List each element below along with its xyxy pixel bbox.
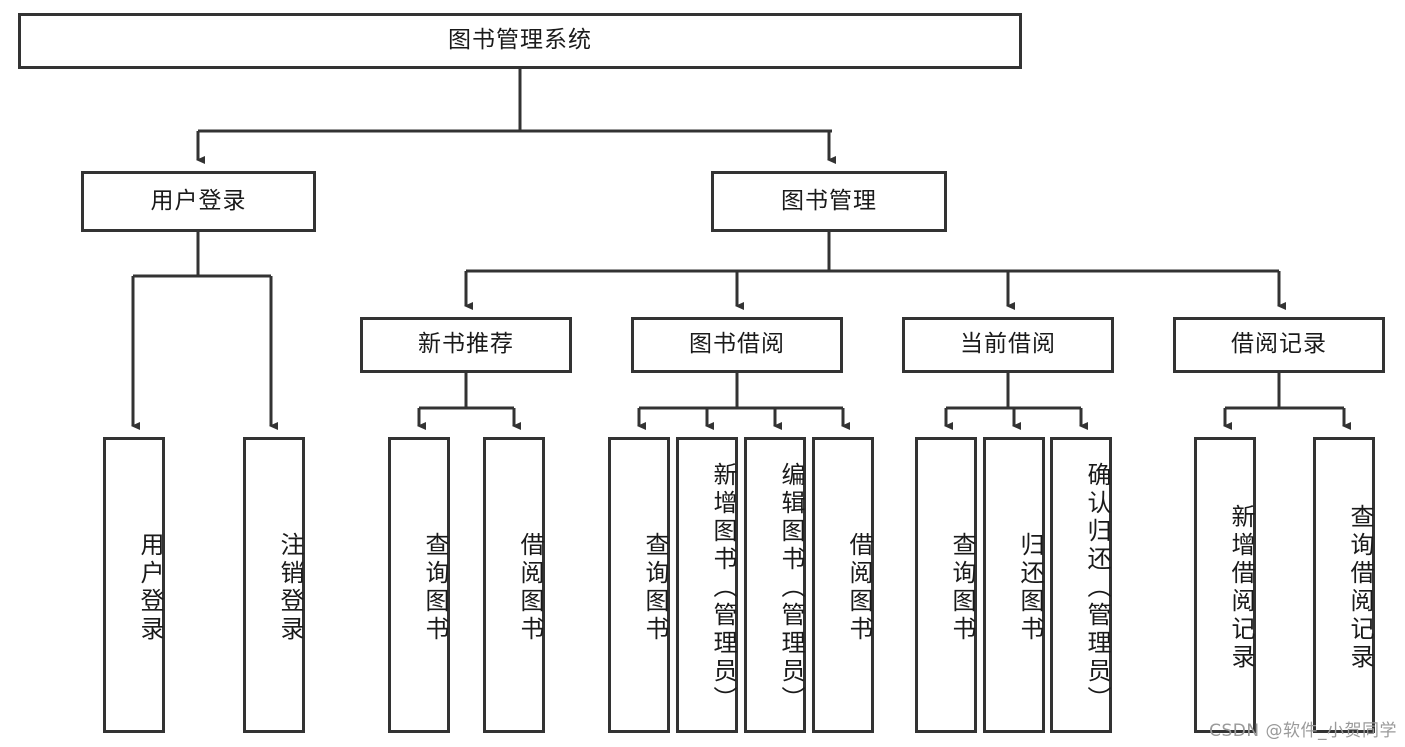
node-label: 确认归还（管理员） — [1083, 462, 1111, 714]
node-label: 图书管理 — [781, 187, 877, 214]
node-label: 借阅记录 — [1231, 331, 1327, 358]
leaf-add-book-admin[interactable]: 新增图书（管理员） — [676, 437, 738, 733]
node-label: 图书借阅 — [689, 331, 785, 358]
leaf-edit-book-admin[interactable]: 编辑图书（管理员） — [744, 437, 806, 733]
leaf-user-login[interactable]: 用户登录 — [103, 437, 165, 733]
leaf-query-book-newbook[interactable]: 查询图书 — [388, 437, 450, 733]
node-label: 查询借阅记录 — [1346, 504, 1374, 672]
watermark-text: CSDN @软件_小贺同学 — [1209, 721, 1397, 741]
leaf-confirm-return-admin[interactable]: 确认归还（管理员） — [1050, 437, 1112, 733]
node-current-borrow[interactable]: 当前借阅 — [902, 317, 1114, 373]
node-label: 查询图书 — [421, 532, 449, 644]
node-label: 归还图书 — [1016, 532, 1044, 644]
node-new-book-recommend[interactable]: 新书推荐 — [360, 317, 572, 373]
leaf-borrow-book[interactable]: 借阅图书 — [812, 437, 874, 733]
node-label: 新增图书（管理员） — [709, 462, 737, 714]
node-borrow-record[interactable]: 借阅记录 — [1173, 317, 1385, 373]
leaf-query-book-borrow[interactable]: 查询图书 — [608, 437, 670, 733]
node-label: 借阅图书 — [516, 532, 544, 644]
node-label: 当前借阅 — [960, 331, 1056, 358]
node-user-login[interactable]: 用户登录 — [81, 171, 316, 232]
leaf-return-book[interactable]: 归还图书 — [983, 437, 1045, 733]
node-label: 新增借阅记录 — [1227, 504, 1255, 672]
leaf-logout[interactable]: 注销登录 — [243, 437, 305, 733]
leaf-query-borrow-record[interactable]: 查询借阅记录 — [1313, 437, 1375, 733]
node-root-system[interactable]: 图书管理系统 — [18, 13, 1022, 69]
node-book-borrow[interactable]: 图书借阅 — [631, 317, 843, 373]
node-label: 图书管理系统 — [448, 27, 592, 54]
leaf-query-book-current[interactable]: 查询图书 — [915, 437, 977, 733]
node-label: 查询图书 — [641, 532, 669, 644]
node-label: 用户登录 — [136, 532, 164, 644]
node-label: 编辑图书（管理员） — [777, 462, 805, 714]
leaf-add-borrow-record[interactable]: 新增借阅记录 — [1194, 437, 1256, 733]
node-label: 新书推荐 — [418, 331, 514, 358]
node-label: 借阅图书 — [845, 532, 873, 644]
node-book-management[interactable]: 图书管理 — [711, 171, 947, 232]
node-label: 查询图书 — [948, 532, 976, 644]
node-label: 注销登录 — [276, 532, 304, 644]
node-label: 用户登录 — [150, 187, 247, 214]
leaf-borrow-book-newbook[interactable]: 借阅图书 — [483, 437, 545, 733]
